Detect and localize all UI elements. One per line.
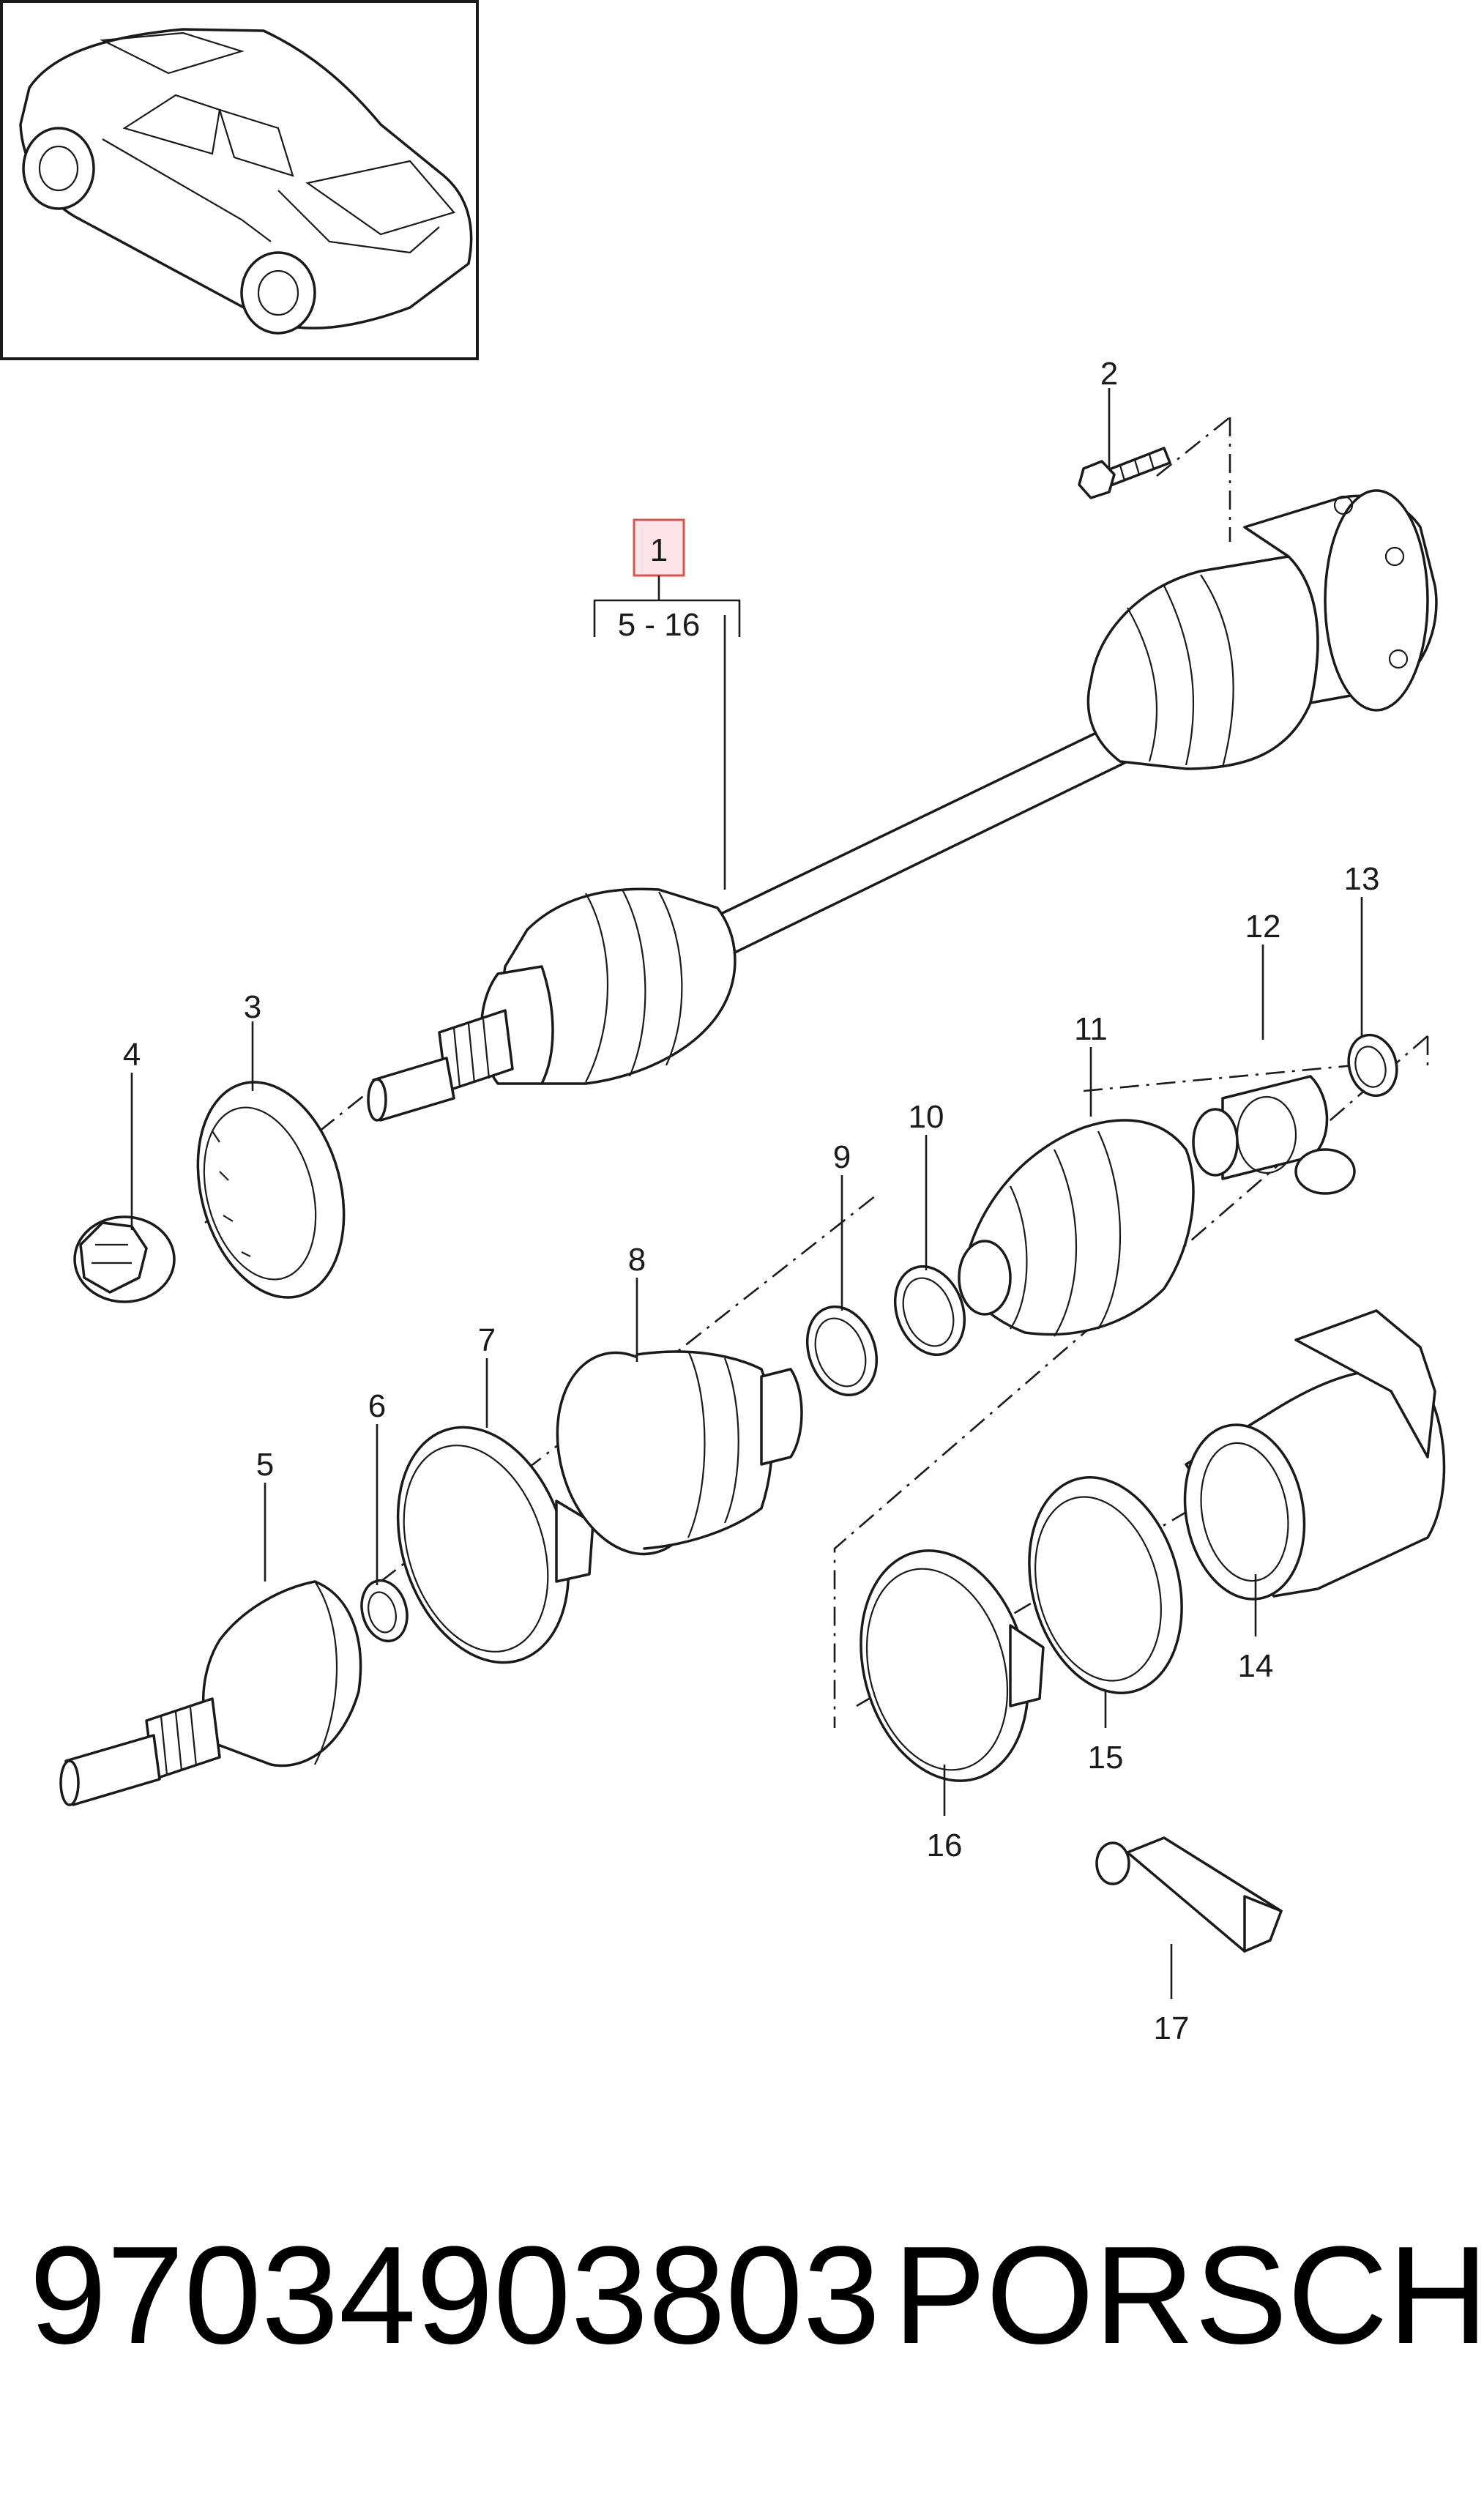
inner-boot — [958, 1119, 1195, 1337]
circlip-small — [360, 1579, 409, 1643]
callout-15: 15 — [1088, 1740, 1124, 1776]
callout-12: 12 — [1245, 909, 1281, 945]
drive-shaft-assembly — [367, 489, 1438, 1122]
tripod-joint — [1192, 1075, 1356, 1195]
outer-cv-joint — [59, 1580, 362, 1806]
tripod-housing — [1183, 1309, 1446, 1601]
bolt — [1078, 447, 1171, 499]
callout-8: 8 — [628, 1242, 646, 1278]
seal-ring — [1028, 1476, 1183, 1694]
callout-1-highlight — [633, 518, 685, 577]
callout-11: 11 — [1074, 1011, 1108, 1047]
callout-7: 7 — [478, 1322, 496, 1358]
boot-clamp-small-right — [893, 1264, 966, 1357]
callout-range: 5 - 16 — [618, 607, 701, 643]
callout-16: 16 — [927, 1828, 963, 1863]
leader-lines — [130, 388, 1363, 1999]
brand-name: PORSCHE — [893, 2218, 1484, 2373]
boot-clamp-large — [396, 1426, 594, 1664]
outer-boot — [556, 1350, 803, 1556]
circlip-large — [1347, 1033, 1398, 1098]
grease-tube — [1095, 1836, 1283, 1953]
callout-10: 10 — [909, 1099, 944, 1135]
callout-14: 14 — [1238, 1648, 1274, 1684]
callout-13: 13 — [1344, 861, 1380, 897]
vehicle-thumbnail — [0, 0, 479, 360]
boot-clamp-inner — [860, 1549, 1045, 1782]
callout-2: 2 — [1100, 356, 1118, 392]
callout-4: 4 — [123, 1037, 141, 1073]
callout-6: 6 — [368, 1388, 386, 1424]
sensor-ring — [196, 1081, 346, 1299]
callout-5: 5 — [256, 1447, 274, 1483]
callout-9: 9 — [833, 1139, 851, 1175]
part-number: 97034903803 — [29, 2218, 880, 2373]
boot-clamp-small-left — [805, 1305, 879, 1397]
callout-1: 1 — [650, 532, 668, 568]
callout-3: 3 — [244, 989, 261, 1025]
callout-17: 17 — [1154, 2011, 1190, 2046]
collar-nut — [73, 1215, 176, 1303]
